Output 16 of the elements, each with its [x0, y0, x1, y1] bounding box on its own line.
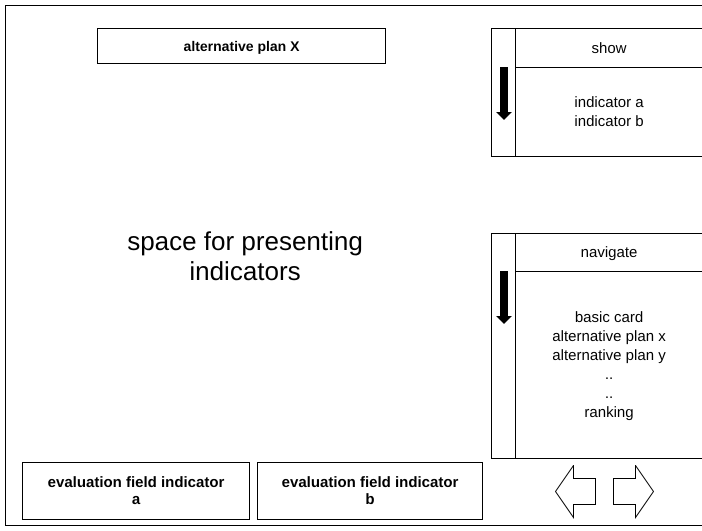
menu-item: alternative plan y [552, 346, 666, 364]
panel-heading: navigate [515, 234, 702, 272]
menu-item: basic card [574, 308, 644, 326]
menu-item: indicator b [574, 112, 644, 130]
placeholder-text: space for presenting indicators [126, 226, 364, 286]
menu-item: .. [604, 384, 614, 402]
menu-item: .. [604, 364, 614, 384]
menu-panel [491, 233, 702, 459]
menu-item: indicator a [574, 92, 644, 112]
menu-item: ranking [584, 402, 634, 422]
menu-item: alternative plan x [552, 326, 666, 346]
plan-title-box: alternative plan X [97, 28, 386, 64]
panel-heading: show [515, 29, 702, 68]
evaluation-field: evaluation field indicator a [22, 462, 250, 520]
evaluation-field: evaluation field indicator b [257, 462, 483, 520]
menu-panel [491, 28, 702, 157]
